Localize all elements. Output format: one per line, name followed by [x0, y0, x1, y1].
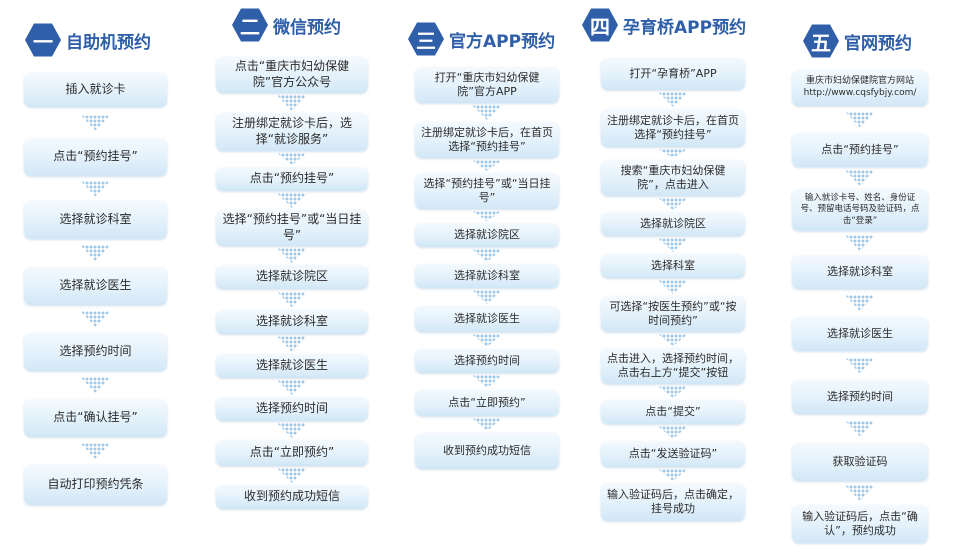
flow-step-box: 可选择“按医生预约”或“按时间预约” [601, 296, 745, 332]
flow-step-box: 选择就诊科室 [792, 255, 928, 289]
column-title: 自助机预约 [66, 32, 151, 53]
down-arrow-icon [658, 280, 688, 294]
down-arrow-icon [472, 160, 502, 171]
flow-step-box: 选择“预约挂号”或“当日挂号” [216, 210, 368, 246]
flow-step-box: 选择就诊科室 [216, 310, 368, 334]
step-number-hexagon: 二 [232, 8, 268, 42]
flow-step-box: 选择“预约挂号”或“当日挂号” [415, 173, 559, 209]
column-title: 官方APP预约 [449, 31, 556, 52]
down-arrow-icon [845, 111, 875, 128]
flow-step-box: 选择就诊医生 [415, 306, 559, 332]
flow-step-box: 点击进入，选择预约时间，点击右上方“提交”按钮 [601, 348, 745, 384]
flow-step-box: 选择预约时间 [415, 349, 559, 373]
flow-step-box: 点击“立即预约” [415, 390, 559, 416]
flow-step-box: 输入验证码后，点击“确认”，预约成功 [792, 505, 928, 543]
down-arrow-icon [845, 357, 875, 374]
step-number-hexagon: 四 [582, 8, 618, 42]
flow-step-box: 重庆市妇幼保健院官方网站 http://www.cqsfybjy.com/ [792, 70, 928, 106]
flow-step-box: 点击“立即预约” [216, 440, 368, 466]
step-number-hexagon: 五 [803, 24, 839, 58]
down-arrow-icon [277, 336, 307, 352]
column-header-2: 二微信预约 [232, 7, 341, 43]
down-arrow-icon [277, 423, 307, 438]
down-arrow-icon [80, 377, 111, 393]
flow-step-box: 点击“预约挂号” [216, 167, 368, 191]
flow-step-box: 获取验证码 [792, 443, 928, 481]
down-arrow-icon [658, 386, 688, 398]
flow-step-box: 搜索“重庆市妇幼保健院”，点击进入 [601, 160, 745, 196]
down-arrow-icon [845, 235, 875, 251]
flow-step-box: 输入就诊卡号、姓名、身份证号、预留电话号码及验证码，点击“登录” [792, 189, 928, 231]
down-arrow-icon [80, 311, 111, 327]
flow-step-box: 选择科室 [601, 254, 745, 278]
down-arrow-icon [472, 211, 502, 221]
step-number-hexagon: 三 [408, 22, 444, 56]
down-arrow-icon [80, 180, 111, 197]
down-arrow-icon [845, 485, 875, 501]
column-title: 官网预约 [844, 33, 912, 54]
column-header-4: 四孕育桥APP预约 [582, 7, 746, 43]
down-arrow-icon [277, 468, 307, 483]
down-arrow-icon [845, 420, 875, 437]
down-arrow-icon [472, 418, 502, 431]
step-number-hexagon: 一 [25, 23, 61, 57]
flow-step-box: 点击“确认挂号” [24, 399, 167, 437]
down-arrow-icon [277, 380, 307, 395]
flow-step-box: 点击“预约挂号” [24, 138, 167, 176]
down-arrow-icon [845, 295, 875, 311]
down-arrow-icon [472, 249, 502, 262]
flow-step-box: 选择就诊科室 [24, 201, 167, 239]
flow-step-box: 注册绑定就诊卡后，选择“就诊服务” [216, 113, 368, 151]
down-arrow-icon [472, 334, 502, 347]
flow-step-box: 选择就诊院区 [415, 223, 559, 247]
down-arrow-icon [658, 426, 688, 439]
flow-step-box: 点击“提交” [601, 400, 745, 424]
down-arrow-icon [277, 95, 307, 111]
flow-step-box: 选择就诊院区 [601, 212, 745, 236]
column-header-1: 一自助机预约 [25, 22, 151, 58]
flow-step-box: 点击“发送验证码” [601, 441, 745, 467]
flow-step-box: 插入就诊卡 [24, 73, 167, 107]
flow-step-box: 选择预约时间 [24, 333, 167, 371]
flow-step-box: 选择预约时间 [792, 380, 928, 414]
flow-step-box: 点击“预约挂号” [792, 133, 928, 167]
flow-step-box: 选择预约时间 [216, 397, 368, 421]
down-arrow-icon [80, 245, 111, 261]
down-arrow-icon [658, 149, 688, 158]
down-arrow-icon [658, 198, 688, 210]
down-arrow-icon [80, 443, 111, 459]
down-arrow-icon [277, 291, 307, 308]
column-header-3: 三官方APP预约 [408, 21, 555, 57]
down-arrow-icon [277, 248, 307, 263]
flow-step-box: 注册绑定就诊卡后，在首页选择“预约挂号” [415, 122, 559, 158]
down-arrow-icon [277, 153, 307, 165]
flow-step-box: 自动打印预约凭条 [24, 465, 167, 505]
flow-step-box: 选择就诊医生 [216, 354, 368, 378]
flow-step-box: 选择就诊科室 [415, 264, 559, 288]
flow-step-box: 打开“重庆市妇幼保健院”官方APP [415, 67, 559, 103]
down-arrow-icon [277, 193, 307, 208]
down-arrow-icon [658, 238, 688, 252]
flow-step-box: 收到预约成功短信 [216, 485, 368, 509]
flow-step-box: 选择就诊院区 [216, 265, 368, 289]
flow-step-box: 选择就诊医生 [792, 317, 928, 351]
column-header-5: 五官网预约 [803, 23, 912, 59]
down-arrow-icon [472, 290, 502, 304]
down-arrow-icon [845, 170, 875, 186]
down-arrow-icon [658, 469, 688, 481]
flow-step-box: 点击“重庆市妇幼保健院”官方公众号 [216, 57, 368, 93]
flow-step-box: 收到预约成功短信 [415, 433, 559, 469]
down-arrow-icon [472, 105, 502, 120]
down-arrow-icon [658, 92, 688, 107]
flow-step-box: 输入验证码后，点击确定，挂号成功 [601, 483, 745, 521]
down-arrow-icon [658, 334, 688, 346]
down-arrow-icon [80, 114, 111, 131]
flow-step-box: 打开“孕育桥”APP [601, 58, 745, 90]
down-arrow-icon [472, 375, 502, 388]
column-title: 微信预约 [273, 17, 341, 38]
column-title: 孕育桥APP预约 [623, 17, 747, 38]
flow-step-box: 注册绑定就诊卡后，在首页选择“预约挂号” [601, 109, 745, 147]
flow-step-box: 选择就诊医生 [24, 267, 167, 305]
